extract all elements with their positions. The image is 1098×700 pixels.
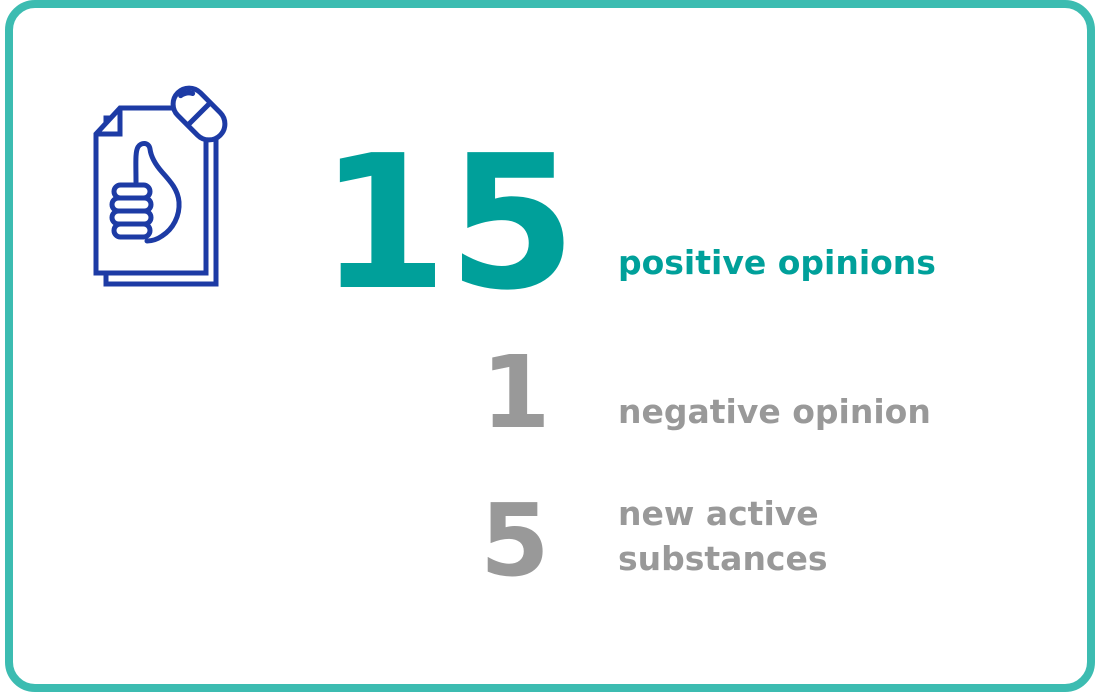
stat-value-new-active-substances: 5 (480, 482, 550, 599)
stat-value-positive-opinions: 15 (319, 115, 577, 331)
capsule-icon (170, 85, 228, 143)
document-fold-corner (96, 108, 123, 137)
stat-label-positive-opinions: positive opinions (618, 243, 936, 282)
stat-card-frame: 15 positive opinions 1 negative opinion … (5, 0, 1095, 692)
stat-label-new-active-substances: new active substances (618, 494, 828, 578)
thumbs-up-icon (133, 141, 182, 244)
approval-document-pill-svg (93, 85, 228, 287)
thumb-finger-4 (111, 221, 153, 240)
stat-label-negative-opinion: negative opinion (618, 392, 931, 431)
stat-value-negative-opinion: 1 (481, 334, 551, 451)
capsule-shine (178, 90, 196, 99)
capsule-divider (185, 100, 213, 128)
approval-document-pill-icon (83, 68, 243, 293)
